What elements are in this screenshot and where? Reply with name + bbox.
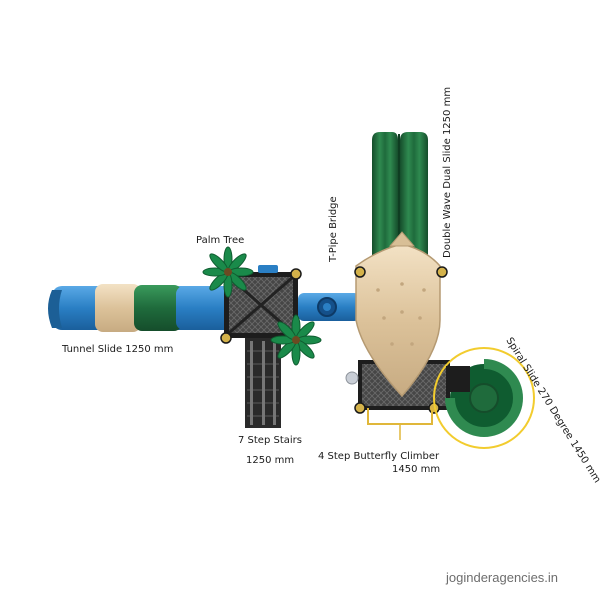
- butterfly-climber: [367, 408, 433, 440]
- tan-roof-tower: [345, 231, 450, 414]
- palm-tree-label: Palm Tree: [196, 235, 244, 246]
- palm-tree-bottom: [270, 314, 322, 366]
- stairs-label: 7 Step Stairs: [238, 435, 302, 446]
- butterfly-climber-label: 4 Step Butterfly Climber: [318, 451, 440, 462]
- double-wave-dual-slide: [372, 132, 428, 262]
- double-wave-slide-label: Double Wave Dual Slide 1250 mm: [442, 87, 453, 258]
- watermark: joginderagencies.in: [445, 570, 558, 585]
- butterfly-size-label: 1450 mm: [392, 464, 440, 475]
- tunnel-slide-label: Tunnel Slide 1250 mm: [61, 344, 173, 355]
- stairs: [245, 338, 281, 428]
- tunnel-slide: [48, 284, 242, 332]
- palm-tree-top: [202, 246, 254, 298]
- spiral-slide: [433, 347, 535, 449]
- t-pipe-bridge-label: T-Pipe Bridge: [328, 196, 339, 263]
- t-pipe-bridge: [298, 293, 360, 321]
- stairs-size-label: 1250 mm: [246, 455, 294, 466]
